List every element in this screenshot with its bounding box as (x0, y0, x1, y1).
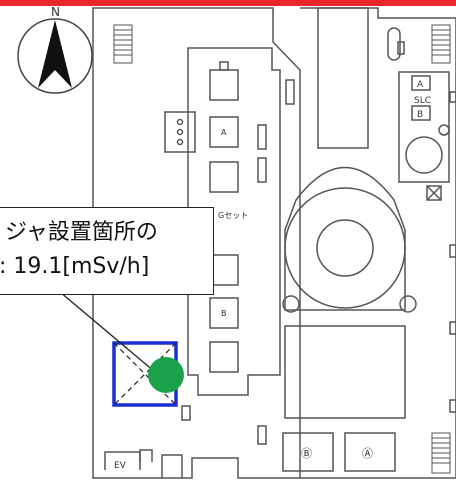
hatch-a-box (344, 432, 396, 472)
callout-dose-text: : 19.1[mSv/h] (0, 254, 150, 279)
reactor-well-inner-circle (316, 219, 374, 277)
slot-marker-5 (257, 425, 267, 445)
slc-small-circle (438, 124, 450, 136)
slot-marker-7 (397, 41, 405, 55)
cross-line-2 (426, 185, 442, 201)
reactor-well-circle (284, 187, 406, 309)
ssr-box-d (209, 254, 239, 286)
ssr-box-top (209, 69, 239, 101)
ssr-connector-top (219, 61, 229, 71)
robot-position-marker (148, 357, 184, 393)
stair-block-right (431, 24, 451, 64)
left-building-outline (92, 7, 301, 479)
three-hole-panel (164, 111, 196, 153)
wall-marker-3 (449, 321, 456, 335)
vertical-corridor (317, 7, 369, 149)
highlight-diagonal-1 (113, 342, 177, 406)
ssr-b-label: B (221, 309, 227, 318)
panel-hole-3 (176, 138, 184, 146)
panel-hole-1 (176, 118, 184, 126)
stair-notch (161, 454, 183, 478)
wall-marker-4 (449, 399, 456, 413)
slot-marker-1 (285, 79, 295, 105)
inner-room-outline (187, 47, 281, 396)
compass-north-label: N (51, 5, 60, 19)
panel-hole-2 (176, 128, 184, 136)
wall-marker-1 (449, 91, 456, 103)
right-building-outline (300, 7, 456, 479)
slot-marker-3 (257, 157, 267, 183)
stair-block-left (113, 24, 133, 64)
ssr-a-label: A (221, 128, 227, 137)
ssr-box-c (209, 161, 239, 193)
callout-leader-line (59, 291, 156, 373)
setto-label: Gセット (218, 211, 248, 220)
ev-label: EV (114, 461, 127, 471)
compass: N (17, 5, 93, 94)
slot-marker-6 (387, 27, 401, 61)
slc-enclosure (398, 71, 450, 183)
dose-callout: ジャ設置箇所の : 19.1[mSv/h] (0, 207, 214, 295)
slc-box-b (411, 105, 431, 121)
ev-room-door (139, 449, 153, 462)
slc-b-label: B (417, 110, 423, 120)
slc-box-a (411, 75, 431, 91)
ssr-box-e (209, 341, 239, 373)
wall-marker-2 (449, 244, 456, 258)
hatch-b-box (282, 432, 334, 472)
compass-needle (38, 20, 72, 88)
lower-room (284, 325, 406, 419)
reactor-well-outline (284, 166, 406, 311)
hatch-a-label: Ⓐ (362, 447, 373, 460)
callout-location-text: ジャ設置箇所の (5, 220, 158, 245)
slot-marker-4 (181, 405, 191, 421)
hatch-b-label: Ⓑ (301, 447, 312, 460)
slc-label: SLC (414, 96, 431, 106)
highlight-diagonal-2 (113, 342, 177, 406)
cross-box (426, 185, 442, 201)
pedestal-hole-right (399, 295, 417, 313)
slc-a-label: A (417, 80, 424, 90)
ssr-box-b (209, 297, 239, 329)
slc-tank (405, 136, 443, 174)
pedestal-hole-left (282, 295, 300, 313)
top-red-bar (0, 0, 456, 6)
slot-marker-2 (257, 124, 267, 150)
ssr-box-a (209, 116, 239, 148)
